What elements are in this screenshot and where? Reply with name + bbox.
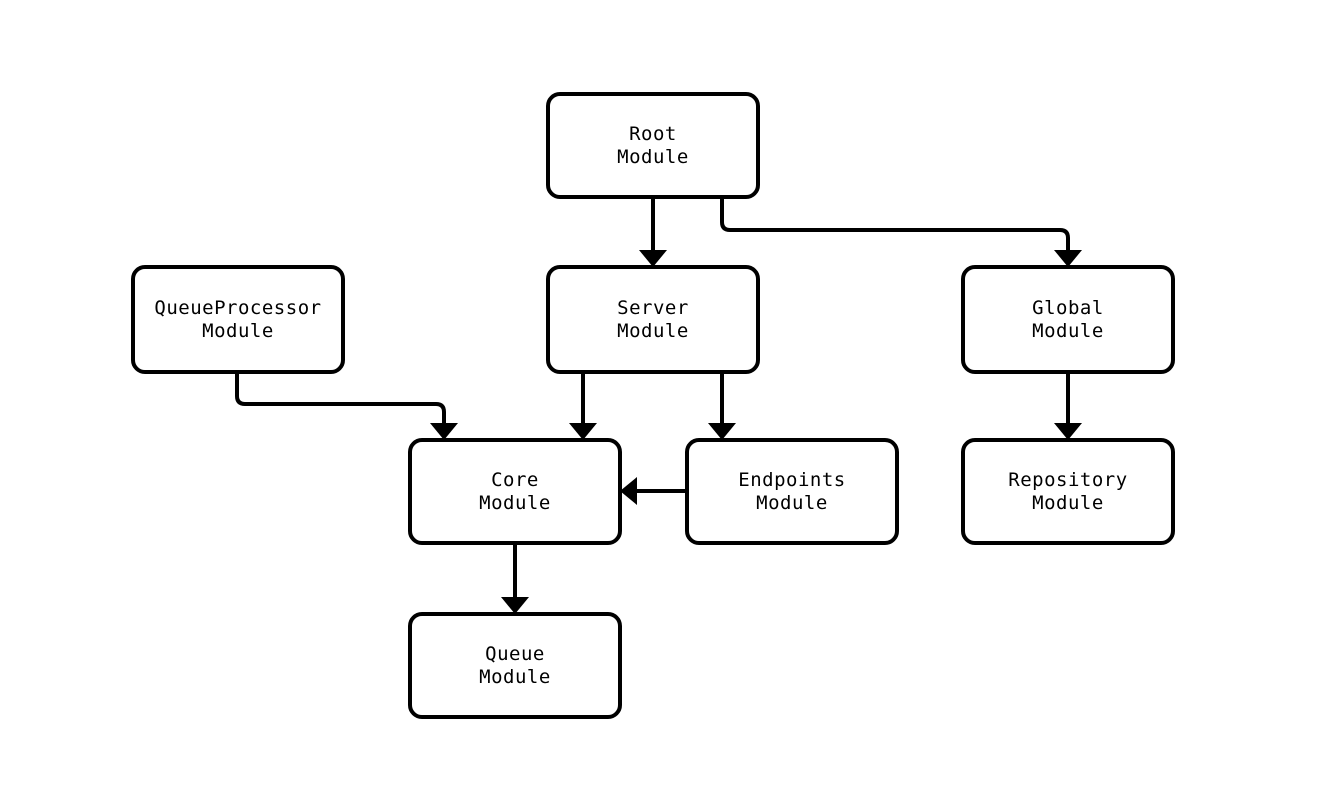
node-label-line2: Module xyxy=(202,320,274,342)
node-box[interactable] xyxy=(546,265,760,374)
node-box[interactable] xyxy=(961,265,1175,374)
edge-global-to-repository xyxy=(1054,372,1082,440)
edge-line xyxy=(235,372,446,425)
edge-core-to-queue xyxy=(501,543,529,614)
node-label-line2: Module xyxy=(1032,492,1104,514)
node-label-line1: Endpoints xyxy=(738,469,845,491)
node-label-line2: Module xyxy=(617,320,689,342)
node-label-line2: Module xyxy=(756,492,828,514)
edge-endpoints-to-core xyxy=(620,477,687,505)
edge-line xyxy=(720,197,1070,252)
arrow-head-icon xyxy=(620,477,637,505)
node-box[interactable] xyxy=(408,438,622,545)
node-label-line1: Root xyxy=(629,123,677,145)
node-label-line1: Repository xyxy=(1008,469,1127,491)
arrow-head-icon xyxy=(501,597,529,614)
edge-server-to-core xyxy=(569,372,597,440)
edge-root-to-server xyxy=(639,197,667,267)
edge-queueprocessor-to-core xyxy=(235,372,458,440)
arrow-head-icon xyxy=(708,423,736,440)
node-box[interactable] xyxy=(131,265,345,374)
edge-server-to-endpoints xyxy=(708,372,736,440)
arrow-head-icon xyxy=(569,423,597,440)
edges-layer xyxy=(235,197,1082,614)
node-label-line2: Module xyxy=(617,146,689,168)
arrow-head-icon xyxy=(639,250,667,267)
node-box[interactable] xyxy=(961,438,1175,545)
arrow-head-icon xyxy=(1054,250,1082,267)
nodes-layer: RootModuleQueueProcessorModuleServerModu… xyxy=(131,92,1175,719)
edge-root-to-global xyxy=(720,197,1082,267)
arrow-head-icon xyxy=(1054,423,1082,440)
arrow-head-icon xyxy=(430,423,458,440)
node-label-line2: Module xyxy=(479,666,551,688)
node-label-line1: Global xyxy=(1032,297,1104,319)
node-box[interactable] xyxy=(408,612,622,719)
node-label-line1: Core xyxy=(491,469,539,491)
node-label-line1: Server xyxy=(617,297,689,319)
node-label-line1: QueueProcessor xyxy=(154,297,321,319)
node-label-line2: Module xyxy=(479,492,551,514)
node-label-line2: Module xyxy=(1032,320,1104,342)
node-label-line1: Queue xyxy=(485,643,545,665)
node-box[interactable] xyxy=(546,92,760,199)
node-box[interactable] xyxy=(685,438,899,545)
